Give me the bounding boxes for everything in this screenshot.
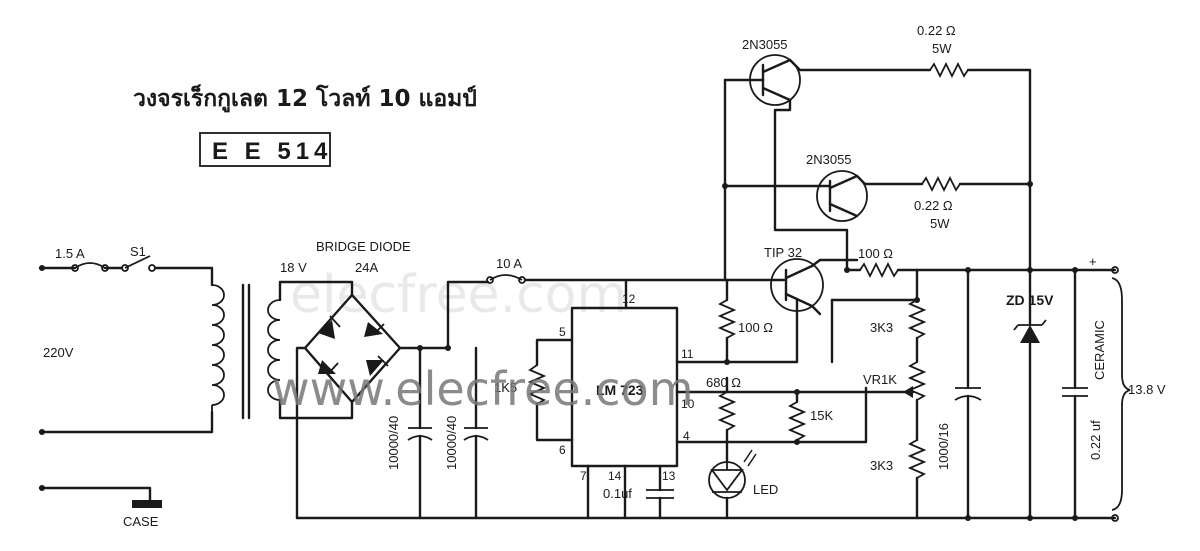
sec-voltage-label: 18 V <box>280 260 307 275</box>
ic-label: LM 723 <box>596 382 644 398</box>
ceramic-label: CERAMIC <box>1092 320 1107 380</box>
transistor-q2 <box>722 170 924 222</box>
cap1-label: 10000/40 <box>386 416 401 470</box>
q3-label: TIP 32 <box>764 245 802 260</box>
schematic-title: วงจรเร็กกูเลต 12 โวลท์ 10 แอมป์ <box>133 83 477 113</box>
output-caps <box>954 268 1088 521</box>
emitter-resistors <box>921 61 1033 272</box>
code-label: E E 514 <box>212 138 332 165</box>
pin10-label: 10 <box>681 397 695 411</box>
r1k5-label: 1K5 <box>494 380 517 395</box>
sec-current-label: 24A <box>355 260 378 275</box>
code-box <box>199 132 331 167</box>
lm723 <box>527 298 868 520</box>
c022-label: 0.22 uf <box>1088 420 1103 460</box>
case-label: CASE <box>123 514 159 529</box>
output-brace <box>1111 277 1131 511</box>
bridge-label: BRIDGE DIODE <box>316 239 411 254</box>
output-rail <box>844 261 1119 522</box>
pin12-label: 12 <box>622 292 636 306</box>
watermark-light: elecfree.com <box>290 265 627 325</box>
r3k3a-label: 3K3 <box>870 320 893 335</box>
re1w-label: 5W <box>932 41 952 56</box>
switch-label: S1 <box>130 244 146 259</box>
mains-input <box>38 255 214 508</box>
q1-label: 2N3055 <box>742 37 788 52</box>
pin13-label: 13 <box>662 469 676 483</box>
r680-label: 680 Ω <box>706 375 741 390</box>
transistor-q1 <box>723 54 932 282</box>
fuse2-label: 10 A <box>496 256 522 271</box>
bridge-rectifier <box>295 293 450 520</box>
fuse-label: 1.5 A <box>55 246 85 261</box>
watermark-dark: www.elecfree.com <box>272 362 694 416</box>
r15k-label: 15K <box>810 408 833 423</box>
r100a-label: 100 Ω <box>738 320 773 335</box>
re2-label: 0.22 Ω <box>914 198 953 213</box>
pin7-label: 7 <box>580 469 587 483</box>
r3k3b-label: 3K3 <box>870 458 893 473</box>
pin14-label: 14 <box>608 469 622 483</box>
transistor-q3 <box>770 258 859 316</box>
transformer <box>211 280 354 420</box>
mains-label: 220V <box>43 345 74 360</box>
c1000-label: 1000/16 <box>936 423 951 470</box>
zener-label: ZD 15V <box>1006 292 1054 308</box>
vr-label: VR1K <box>863 372 897 387</box>
driver-network <box>708 278 915 520</box>
c01-label: 0.1uf <box>603 486 632 501</box>
cap2-label: 10000/40 <box>444 416 459 470</box>
pin11-label: 11 <box>681 347 694 361</box>
vout-label: 13.8 V <box>1128 382 1166 397</box>
r100b-label: 100 Ω <box>858 246 893 261</box>
pin4-label: 4 <box>683 429 690 443</box>
q2-label: 2N3055 <box>806 152 852 167</box>
pin5-label: 5 <box>559 325 566 339</box>
led-label: LED <box>753 482 778 497</box>
re2w-label: 5W <box>930 216 950 231</box>
plus-label: + <box>1089 254 1097 269</box>
re1-label: 0.22 Ω <box>917 23 956 38</box>
pin6-label: 6 <box>559 443 566 457</box>
divider-network <box>830 268 927 520</box>
